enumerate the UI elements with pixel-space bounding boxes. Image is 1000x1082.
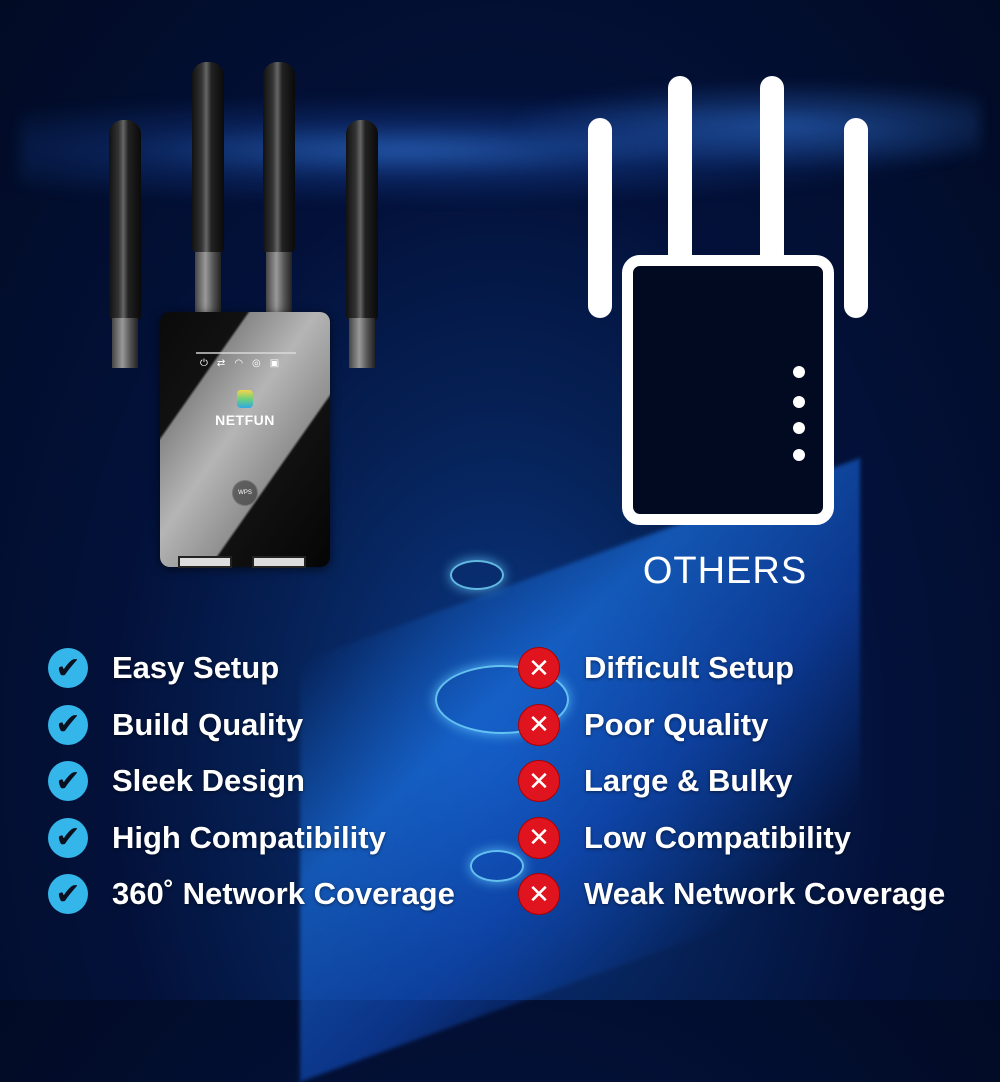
antenna bbox=[263, 62, 295, 252]
x-icon: ✕ bbox=[518, 647, 560, 690]
antenna bbox=[109, 120, 141, 320]
con-label: Weak Network Coverage bbox=[584, 876, 946, 912]
x-icon: ✕ bbox=[518, 873, 560, 916]
pro-label: High Compatibility bbox=[112, 819, 386, 855]
antenna bbox=[192, 62, 224, 252]
chip-glow-decoration bbox=[470, 850, 524, 882]
pro-label: Build Quality bbox=[112, 706, 304, 742]
pro-label: Easy Setup bbox=[112, 650, 280, 686]
con-label: Large & Bulky bbox=[584, 763, 793, 799]
blue-wave-decoration bbox=[500, 80, 980, 170]
led-dot bbox=[793, 396, 805, 408]
antenna bbox=[588, 118, 612, 318]
list-item: ✔ High Compatibility bbox=[48, 810, 455, 867]
blue-wave-decoration bbox=[20, 95, 980, 205]
led-dot bbox=[793, 422, 805, 434]
repeater-icon: ◎ bbox=[252, 358, 261, 369]
list-item: ✔ 360˚ Network Coverage bbox=[48, 866, 455, 923]
check-icon: ✔ bbox=[48, 648, 88, 689]
antenna-connector bbox=[266, 252, 292, 312]
x-icon: ✕ bbox=[518, 760, 560, 803]
antenna-connector bbox=[349, 318, 375, 368]
chip-glow-decoration bbox=[450, 560, 504, 590]
list-item: ✔ Sleek Design bbox=[48, 753, 455, 810]
power-icon: ⏻ bbox=[200, 358, 208, 369]
sync-icon: ⇄ bbox=[216, 358, 226, 369]
con-label: Low Compatibility bbox=[584, 819, 851, 855]
chip-glow-decoration bbox=[435, 665, 569, 734]
list-item: ✕ Low Compatibility bbox=[518, 810, 945, 867]
antenna bbox=[844, 118, 868, 318]
ethernet-icon: ▣ bbox=[269, 358, 280, 369]
check-icon: ✔ bbox=[48, 817, 88, 858]
led-dot bbox=[793, 449, 805, 461]
led-strip bbox=[196, 352, 296, 354]
antenna bbox=[760, 76, 784, 266]
led-indicators: ⏻ ⇄ ◠ ◎ ▣ bbox=[200, 358, 300, 369]
list-item: ✔ Easy Setup bbox=[48, 640, 455, 697]
brand-name: NETFUN bbox=[215, 412, 275, 428]
pros-list: ✔ Easy Setup ✔ Build Quality ✔ Sleek Des… bbox=[48, 640, 455, 923]
antenna bbox=[668, 76, 692, 266]
wifi-icon: ◠ bbox=[234, 358, 244, 369]
pro-label: Sleek Design bbox=[112, 763, 305, 799]
extender-body: ⏻ ⇄ ◠ ◎ ▣ NETFUN WPS bbox=[160, 312, 330, 568]
antenna bbox=[346, 120, 378, 320]
con-label: Difficult Setup bbox=[584, 650, 795, 686]
cons-list: ✕ Difficult Setup ✕ Poor Quality ✕ Large… bbox=[518, 640, 945, 923]
wps-button: WPS bbox=[232, 480, 258, 506]
check-icon: ✔ bbox=[48, 761, 88, 802]
ethernet-port bbox=[252, 556, 306, 568]
list-item: ✕ Difficult Setup bbox=[518, 640, 945, 697]
check-icon: ✔ bbox=[48, 874, 88, 915]
others-label: OTHERS bbox=[642, 550, 808, 592]
con-label: Poor Quality bbox=[584, 706, 769, 742]
brand-logo-icon bbox=[237, 390, 253, 408]
ethernet-port bbox=[178, 556, 232, 568]
x-icon: ✕ bbox=[518, 703, 560, 746]
list-item: ✕ Large & Bulky bbox=[518, 753, 945, 810]
list-item: ✕ Weak Network Coverage bbox=[518, 866, 945, 923]
led-dot bbox=[793, 366, 805, 378]
antenna-connector bbox=[112, 318, 138, 368]
antenna-connector bbox=[195, 252, 221, 312]
pro-label: 360˚ Network Coverage bbox=[112, 876, 455, 912]
list-item: ✕ Poor Quality bbox=[518, 697, 945, 754]
list-item: ✔ Build Quality bbox=[48, 697, 455, 754]
x-icon: ✕ bbox=[518, 816, 560, 859]
extender-body-outline bbox=[622, 255, 834, 525]
check-icon: ✔ bbox=[48, 704, 88, 745]
